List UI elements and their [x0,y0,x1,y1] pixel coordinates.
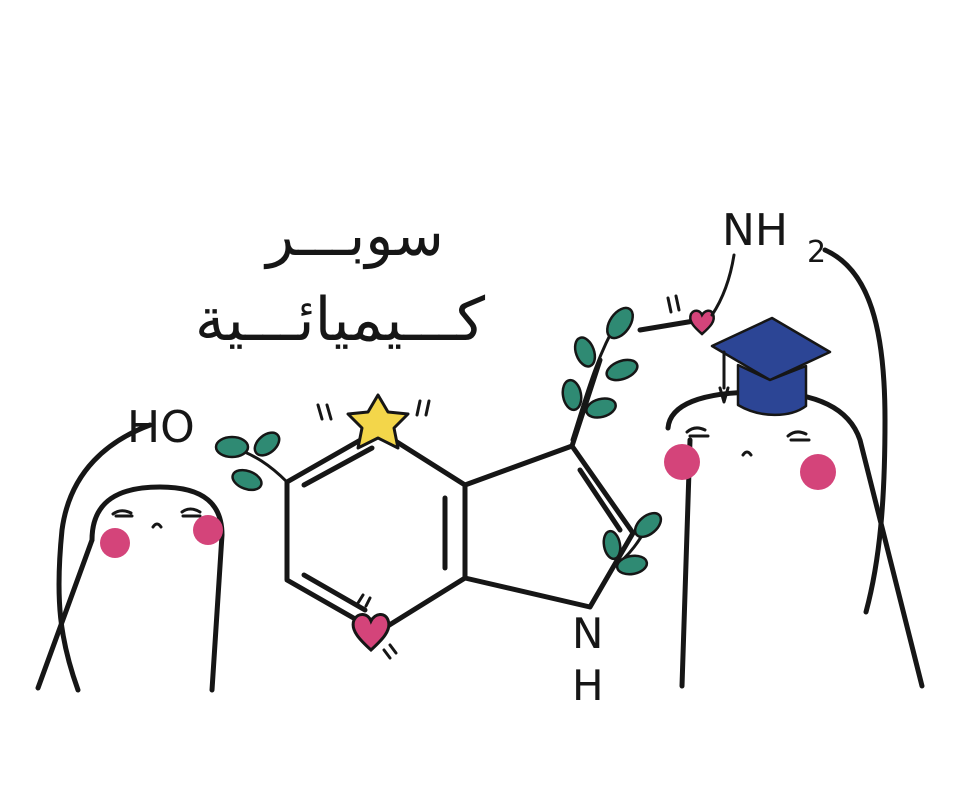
arabic-title: سوبـــر كـــيميائـــية [195,201,486,355]
left-blush [100,528,130,558]
amine-subscript: 2 [807,235,826,270]
left-blush-right [664,444,700,480]
star-icon [316,393,431,450]
title-line-1: سوبـــر [263,201,444,270]
heart-icon [351,593,398,660]
right-face [664,426,836,490]
ring-h-label: H [572,661,604,710]
leaf-branch-icon [214,431,289,492]
right-blush [193,515,223,545]
amine-label: NH [722,205,788,256]
hydroxyl-label: HO [127,402,195,453]
title-line-2: كـــيميائـــية [195,285,486,355]
graduation-cap-icon [710,316,832,417]
small-heart-icon [689,309,715,336]
molecule: N H [284,317,703,710]
ring-n-label: N [572,609,603,658]
leaf-branch-upper [561,306,639,442]
right-character: NH 2 [664,205,925,689]
leaf-branch-right [602,511,663,576]
left-face [100,507,223,558]
right-blush-right [800,454,836,490]
left-character: HO [35,402,225,693]
